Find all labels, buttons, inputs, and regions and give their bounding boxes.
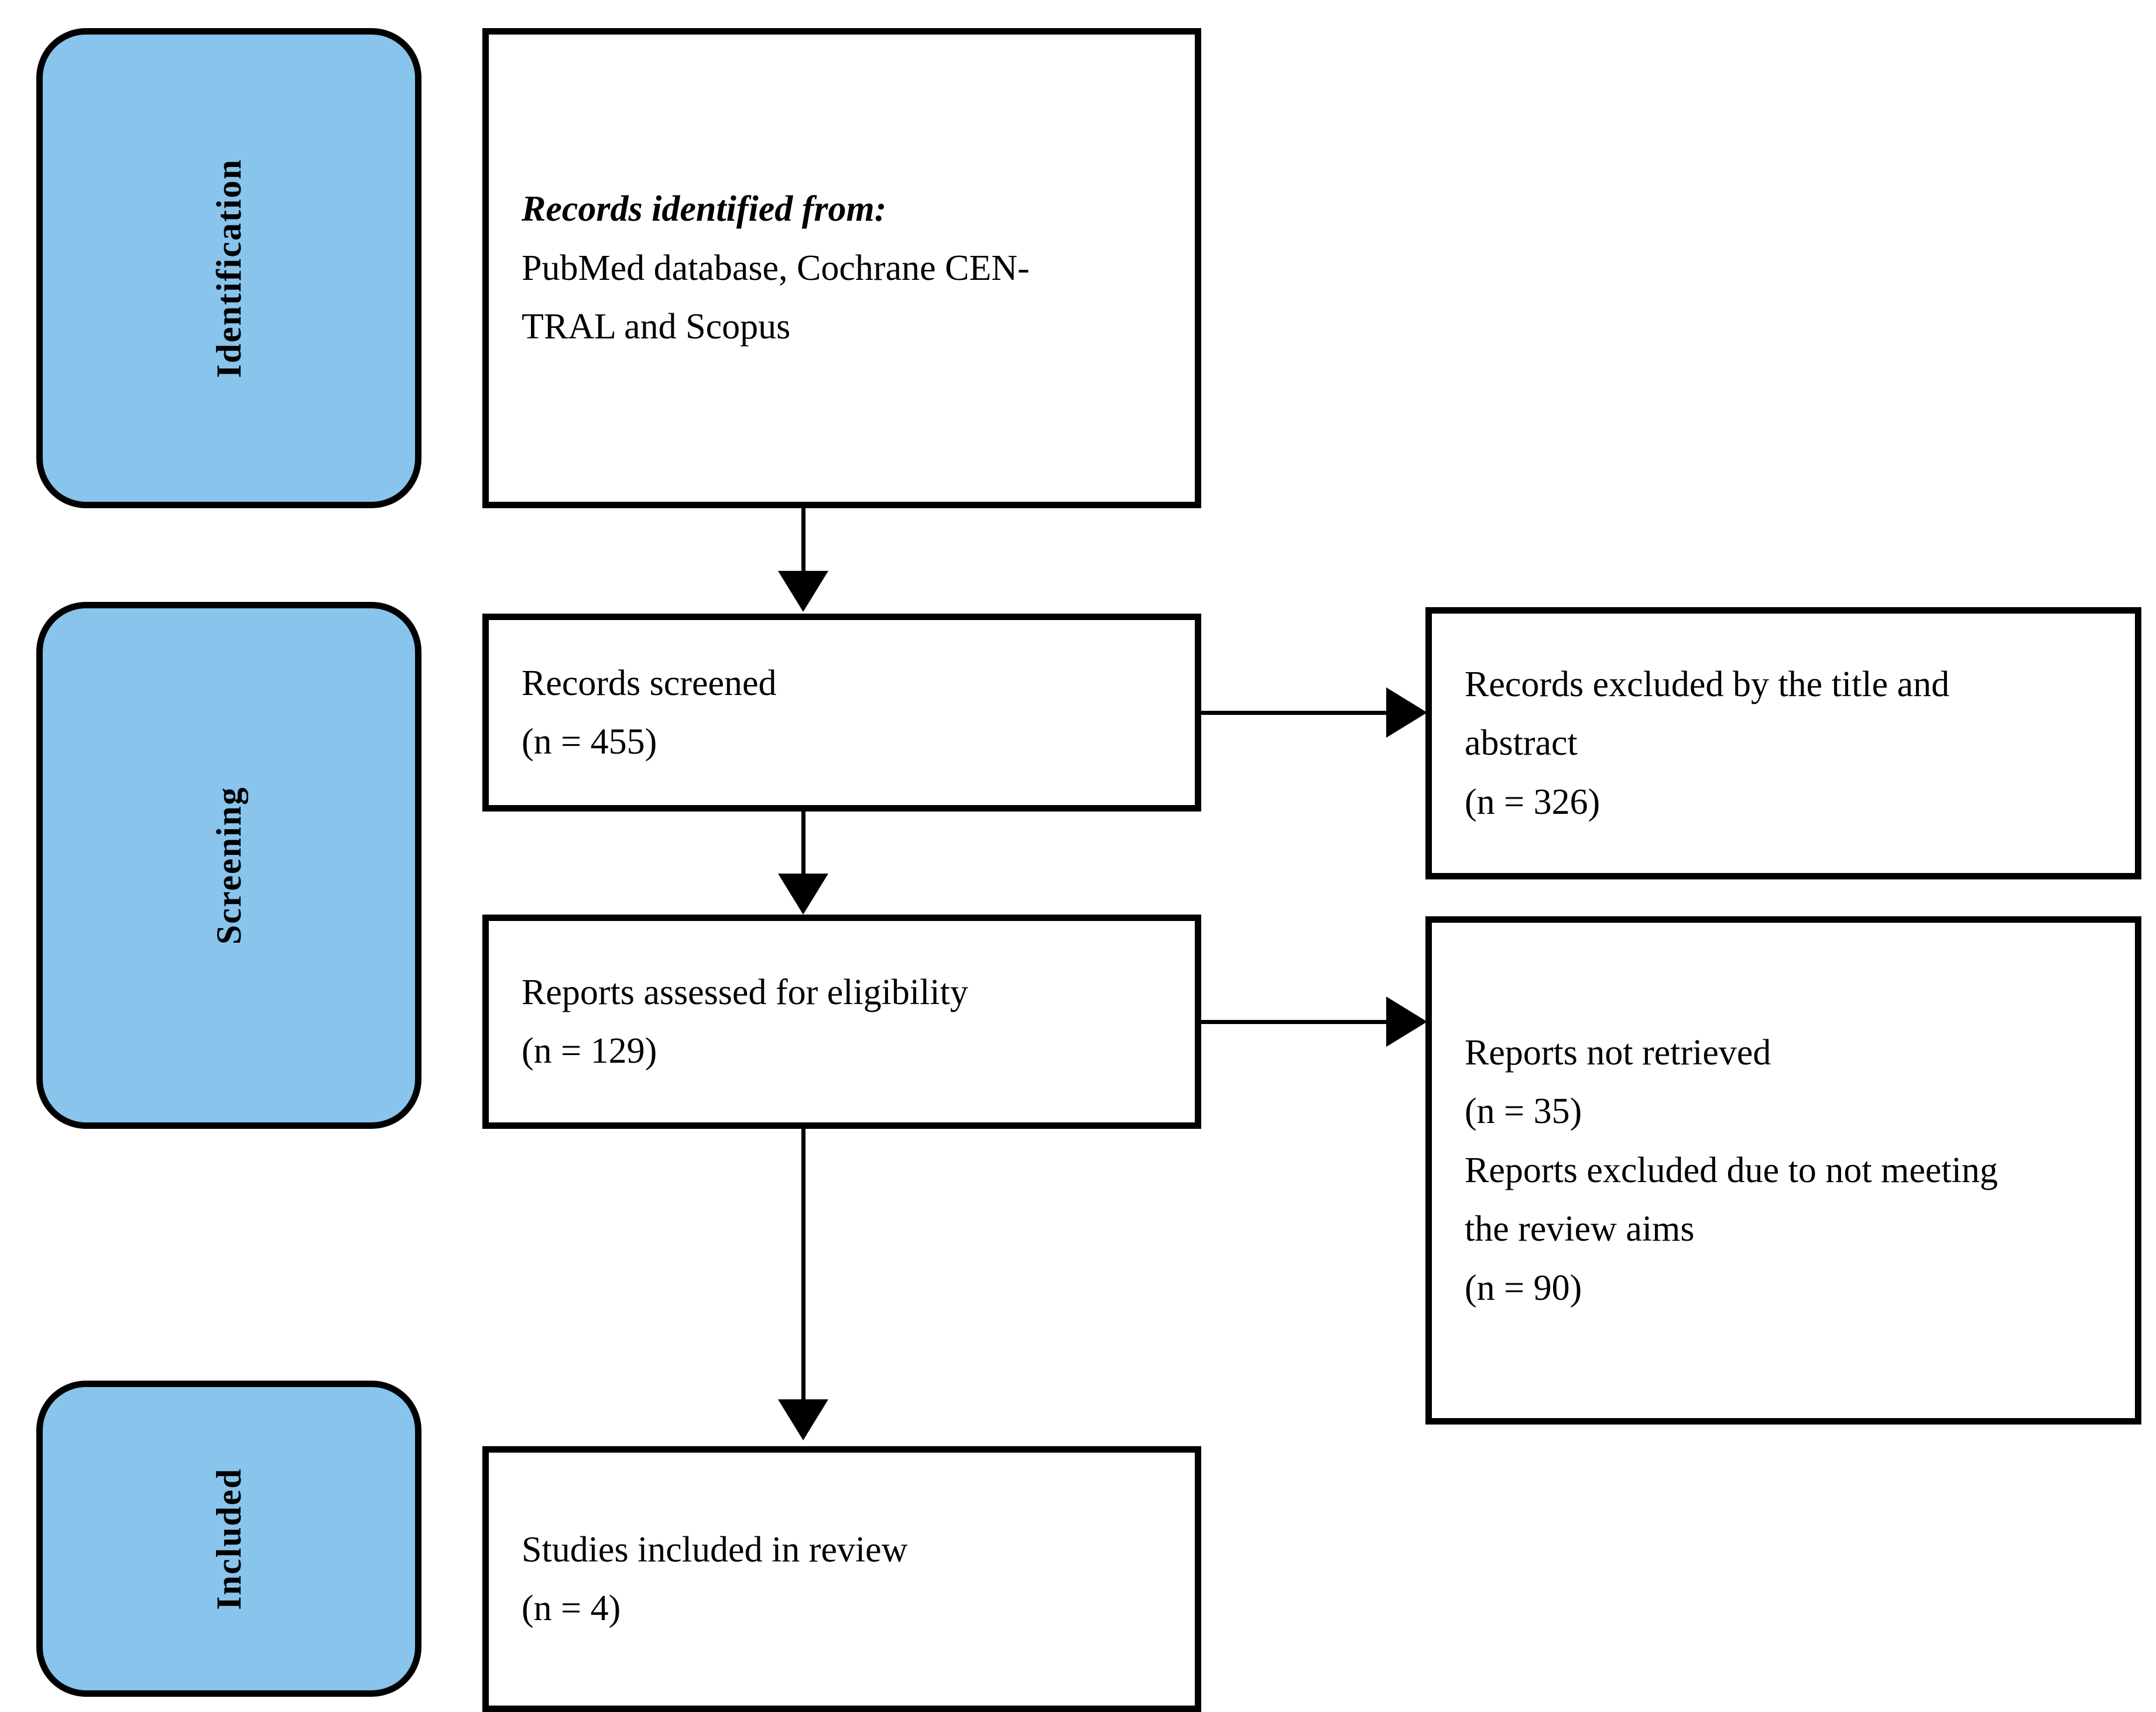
stage-box-included: Included	[36, 1381, 421, 1697]
arrowhead-screened-to-eligibility	[778, 874, 828, 915]
box-studies-included-content: Studies included in review (n = 4)	[489, 1521, 1195, 1638]
stage-box-identification: Identification	[36, 28, 421, 508]
box-reports-not-retrieved-content: Reports not retrieved (n = 35) Reports e…	[1432, 1023, 2135, 1317]
connector-eligibility-to-not-retrieved	[1201, 1020, 1394, 1024]
box-records-identified: Records identified from: PubMed database…	[482, 28, 1201, 508]
records-screened-label: Records screened	[522, 663, 777, 703]
connector-screened-to-eligibility	[801, 812, 805, 882]
stage-box-screening: Screening	[36, 602, 421, 1129]
arrowhead-identified-to-screened	[778, 571, 828, 612]
box-reports-assessed-content: Reports assessed for eligibility (n = 12…	[489, 963, 1195, 1081]
box-records-screened-content: Records screened (n = 455)	[489, 654, 1195, 772]
arrowhead-eligibility-to-not-retrieved	[1386, 997, 1427, 1047]
reports-assessed-label: Reports assessed for eligibility	[522, 972, 968, 1012]
records-identified-heading: Records identified from:	[522, 189, 887, 230]
records-identified-source-line-2: TRAL and Scopus	[522, 307, 791, 347]
reports-excluded-aims-line-1: Reports excluded due to not meeting	[1465, 1150, 1998, 1190]
box-reports-assessed-eligibility: Reports assessed for eligibility (n = 12…	[482, 915, 1201, 1129]
box-records-excluded-content: Records excluded by the title and abstra…	[1432, 655, 2135, 831]
records-excluded-line-2: abstract	[1465, 723, 1578, 763]
records-screened-count: (n = 455)	[522, 722, 657, 762]
stage-label-included: Included	[210, 1467, 248, 1610]
box-records-screened: Records screened (n = 455)	[482, 614, 1201, 812]
stage-label-screening: Screening	[210, 786, 248, 945]
box-records-identified-content: Records identified from: PubMed database…	[489, 180, 1195, 356]
reports-not-retrieved-label: Reports not retrieved	[1465, 1032, 1771, 1073]
studies-included-label: Studies included in review	[522, 1529, 908, 1570]
reports-excluded-aims-count: (n = 90)	[1465, 1268, 1582, 1308]
arrowhead-screened-to-excluded	[1386, 687, 1427, 738]
connector-identified-to-screened	[801, 508, 805, 580]
records-excluded-line-1: Records excluded by the title and	[1465, 664, 1950, 704]
arrowhead-eligibility-to-included	[778, 1399, 828, 1440]
reports-excluded-aims-line-2: the review aims	[1465, 1209, 1695, 1249]
reports-assessed-count: (n = 129)	[522, 1031, 657, 1071]
reports-not-retrieved-count: (n = 35)	[1465, 1091, 1582, 1132]
box-reports-not-retrieved-excluded: Reports not retrieved (n = 35) Reports e…	[1425, 916, 2141, 1425]
stage-label-identification: Identification	[210, 158, 248, 378]
connector-eligibility-to-included	[801, 1129, 805, 1407]
studies-included-count: (n = 4)	[522, 1588, 621, 1628]
box-records-excluded-title-abstract: Records excluded by the title and abstra…	[1425, 607, 2141, 879]
records-excluded-count: (n = 326)	[1465, 782, 1600, 822]
connector-screened-to-excluded	[1201, 711, 1394, 715]
records-identified-source-line-1: PubMed database, Cochrane CEN-	[522, 248, 1030, 288]
box-studies-included: Studies included in review (n = 4)	[482, 1446, 1201, 1712]
